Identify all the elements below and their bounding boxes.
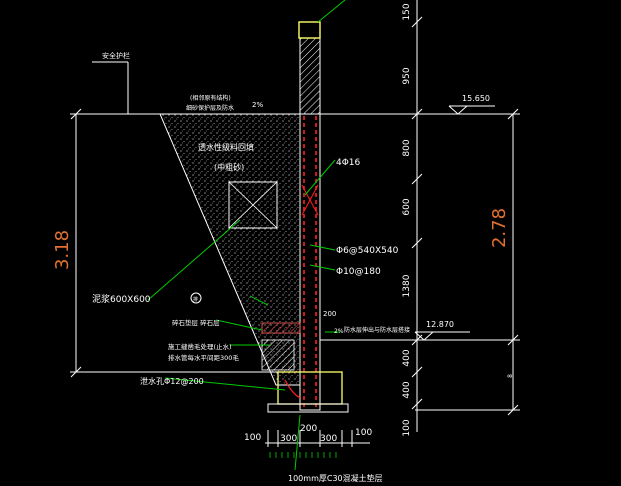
rebar-stirrup-label: Φ6@540X540	[336, 246, 399, 256]
vdim-5: 400	[402, 349, 412, 366]
backfill2-label: (中粗砂)	[214, 162, 244, 172]
hdim-1: 300	[280, 434, 297, 444]
top-note-label: (相邻原有结构)	[190, 94, 231, 102]
hdim-2: 200	[300, 424, 317, 434]
rebar-vert-label: Φ10@180	[336, 267, 381, 277]
top-note2-label: 细砂保护层及防水	[186, 104, 234, 112]
waterproof-note-label: 防水层伸出与防水层搭接	[344, 326, 410, 334]
dim-200-label: 200	[323, 310, 336, 318]
elev-mid-label: 12.870	[426, 320, 454, 329]
slope-top-label: 2%	[252, 101, 263, 109]
hatch-box-label: 泥浆600X600	[92, 293, 151, 305]
bottom-dim-labels: 100 300 200 300 100	[244, 424, 372, 444]
vertical-dim-chain	[411, 0, 423, 432]
hdim-3: 300	[320, 434, 337, 444]
vdim-3: 600	[402, 198, 412, 215]
elev-top-label: 15.650	[462, 94, 490, 103]
bottom-note-label: 100mm厚C30混凝土垫层	[288, 473, 383, 483]
drain-pipe-label: 泄水孔Φ12@200	[140, 376, 204, 386]
rebar-4phi16-label: 4Φ16	[336, 158, 361, 168]
vdim-7: 100	[402, 419, 412, 436]
joint-label: 施工缝凿毛处理(止水)	[168, 342, 232, 351]
retaining-wall	[299, 113, 321, 411]
drain-circle-label: 排	[193, 296, 198, 303]
backfill-label: 透水性级料回填	[198, 142, 254, 152]
ground-lines	[70, 61, 520, 411]
vdim-6: 400	[402, 381, 412, 398]
vdim-0: 150	[402, 3, 412, 20]
hdim-4: 100	[355, 428, 372, 438]
vertical-dim-labels: 150 950 800 600 1380 400 400 100	[402, 3, 412, 436]
gravel-label: 碎石垫层 碎石层	[172, 318, 220, 327]
left-total-dim: 3.18	[52, 230, 73, 270]
upper-wall	[298, 21, 321, 115]
right-total-dim: 2.78	[489, 208, 510, 248]
slope-mid-label: 2%	[334, 328, 344, 335]
right-small-dim: 8	[507, 374, 514, 378]
drain-circle-icon	[190, 292, 202, 304]
vdim-2: 800	[402, 139, 412, 156]
vdim-4: 1380	[402, 274, 412, 297]
labels: 安全护栏 (相邻原有结构) 细砂保护层及防水 2% 透水性级料回填 (中粗砂) …	[92, 51, 410, 483]
bottom-dim-chain	[265, 430, 370, 458]
hdim-0: 100	[244, 433, 261, 443]
left-dimension	[70, 108, 82, 378]
guardrail-label: 安全护栏	[102, 51, 130, 60]
vdim-1: 950	[402, 67, 412, 84]
leaders	[147, 0, 346, 471]
hatch-box	[228, 181, 278, 229]
right-dimension	[414, 105, 519, 416]
drain-note-label: 排水管每水平间距300毛	[168, 353, 239, 362]
